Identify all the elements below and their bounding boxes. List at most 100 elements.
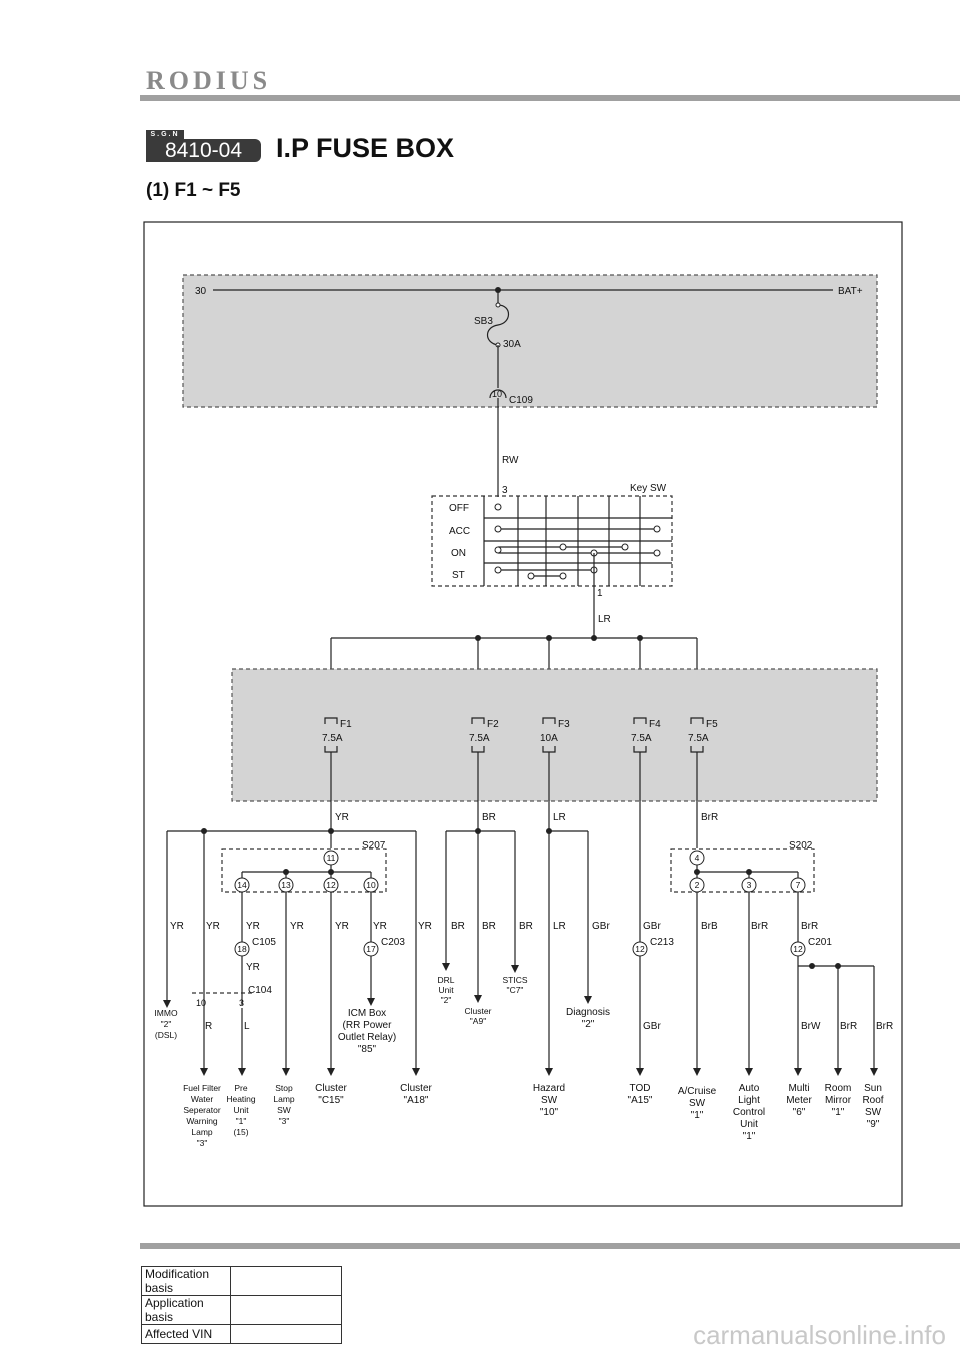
label-line: Pre — [234, 1083, 248, 1093]
load-diagnosis: Diagnosis"2" — [566, 1007, 610, 1030]
header-rule — [140, 95, 960, 101]
svg-text:11: 11 — [327, 853, 336, 863]
svg-text:10: 10 — [366, 880, 376, 890]
svg-text:4: 4 — [695, 853, 700, 863]
label-line: Lamp — [273, 1094, 295, 1104]
svg-text:7.5A: 7.5A — [469, 733, 490, 744]
svg-text:F4: F4 — [649, 719, 661, 730]
svg-text:7.5A: 7.5A — [322, 733, 343, 744]
c213-label: C213 — [650, 937, 674, 948]
label-line: "3" — [197, 1138, 208, 1148]
section-badge: S.G.N 8410-04 — [146, 130, 261, 162]
load-cluster-a18: Cluster"A18" — [400, 1083, 432, 1106]
f5-wire-label: BrR — [701, 812, 718, 823]
label-line: Hazard — [533, 1083, 565, 1094]
load-stics: STICS"C7" — [502, 975, 527, 995]
label-line: Control — [733, 1107, 765, 1118]
label-line: STICS — [502, 975, 527, 985]
table-row: Affected VIN — [141, 1324, 342, 1344]
f2-wire-label: BR — [482, 812, 496, 823]
load-immo: IMMO"2"(DSL) — [154, 1008, 178, 1040]
svg-text:3: 3 — [747, 880, 752, 890]
svg-text:BR: BR — [451, 921, 465, 932]
label-line: Sun — [864, 1083, 882, 1094]
label-line: "6" — [793, 1107, 806, 1118]
svg-text:12: 12 — [635, 944, 645, 954]
key-switch-out-pin: 1 — [597, 588, 603, 599]
page-title: I.P FUSE BOX — [276, 133, 455, 163]
c105-wire: YR — [246, 962, 260, 973]
load-cluster-c15: Cluster"C15" — [315, 1083, 347, 1106]
vin-label: Affected VIN — [141, 1324, 231, 1344]
label-line: IMMO — [154, 1008, 178, 1018]
svg-text:7.5A: 7.5A — [631, 733, 652, 744]
label-line: Cluster — [315, 1083, 347, 1094]
svg-text:F1: F1 — [340, 719, 352, 730]
svg-text:3: 3 — [239, 998, 244, 1008]
label-line: "C7" — [507, 985, 524, 995]
watermark: carmanualsonline.info — [693, 1320, 946, 1350]
svg-text:7: 7 — [796, 880, 801, 890]
label-line: Fuel Filter — [183, 1083, 221, 1093]
svg-text:BR: BR — [519, 921, 533, 932]
diagram-frame — [143, 221, 903, 1207]
label-line: DRL — [437, 975, 454, 985]
svg-text:YR: YR — [246, 921, 260, 932]
svg-text:YR: YR — [290, 921, 304, 932]
svg-text:YR: YR — [418, 921, 432, 932]
main-fuse-pin: 10 — [492, 389, 502, 399]
app-basis-label: Application basis — [141, 1295, 231, 1325]
battery-right-label: BAT+ — [838, 286, 863, 297]
label-line: "1" — [236, 1116, 247, 1126]
label-line: "A9" — [470, 1016, 486, 1026]
svg-text:BrR: BrR — [876, 1021, 893, 1032]
c201-label: C201 — [808, 937, 832, 948]
splice-s207-name: S207 — [362, 840, 386, 851]
table-row: Application basis — [141, 1295, 342, 1325]
label-line: "85" — [358, 1044, 377, 1055]
wire-lr-label: LR — [598, 614, 611, 625]
svg-text:12: 12 — [793, 944, 803, 954]
brand-logo: RODIUS — [146, 66, 272, 95]
label-line: "2" — [161, 1019, 172, 1029]
svg-text:GBr: GBr — [592, 921, 610, 932]
label-line: Unit — [740, 1119, 758, 1130]
key-pos-on: ON — [451, 548, 466, 559]
label-line: Cluster — [465, 1006, 492, 1016]
svg-text:F2: F2 — [487, 719, 499, 730]
label-line: "9" — [867, 1119, 880, 1130]
f3-wire-label: LR — [553, 812, 566, 823]
main-fuse-name: SB3 — [474, 316, 493, 327]
label-line: Outlet Relay) — [338, 1032, 396, 1043]
label-line: Mirror — [825, 1095, 852, 1106]
label-line: "A18" — [404, 1095, 429, 1106]
label-line: Heating — [226, 1094, 256, 1104]
label-line: Warning — [186, 1116, 218, 1126]
label-line: "2" — [441, 995, 452, 1005]
label-line: SW — [865, 1107, 882, 1118]
label-line: "1" — [743, 1131, 756, 1142]
svg-text:L: L — [244, 1021, 250, 1032]
svg-text:BrB: BrB — [701, 921, 718, 932]
footer-rule — [140, 1243, 960, 1249]
label-line: Water — [191, 1094, 214, 1104]
svg-text:BrR: BrR — [751, 921, 768, 932]
label-line: Multi — [788, 1083, 809, 1094]
key-pos-off: OFF — [449, 503, 469, 514]
svg-text:13: 13 — [281, 880, 291, 890]
label-line: SW — [277, 1105, 291, 1115]
c104-label: C104 — [248, 985, 272, 996]
label-line: Roof — [862, 1095, 883, 1106]
label-line: Room — [825, 1083, 852, 1094]
label-line: Unit — [233, 1105, 249, 1115]
